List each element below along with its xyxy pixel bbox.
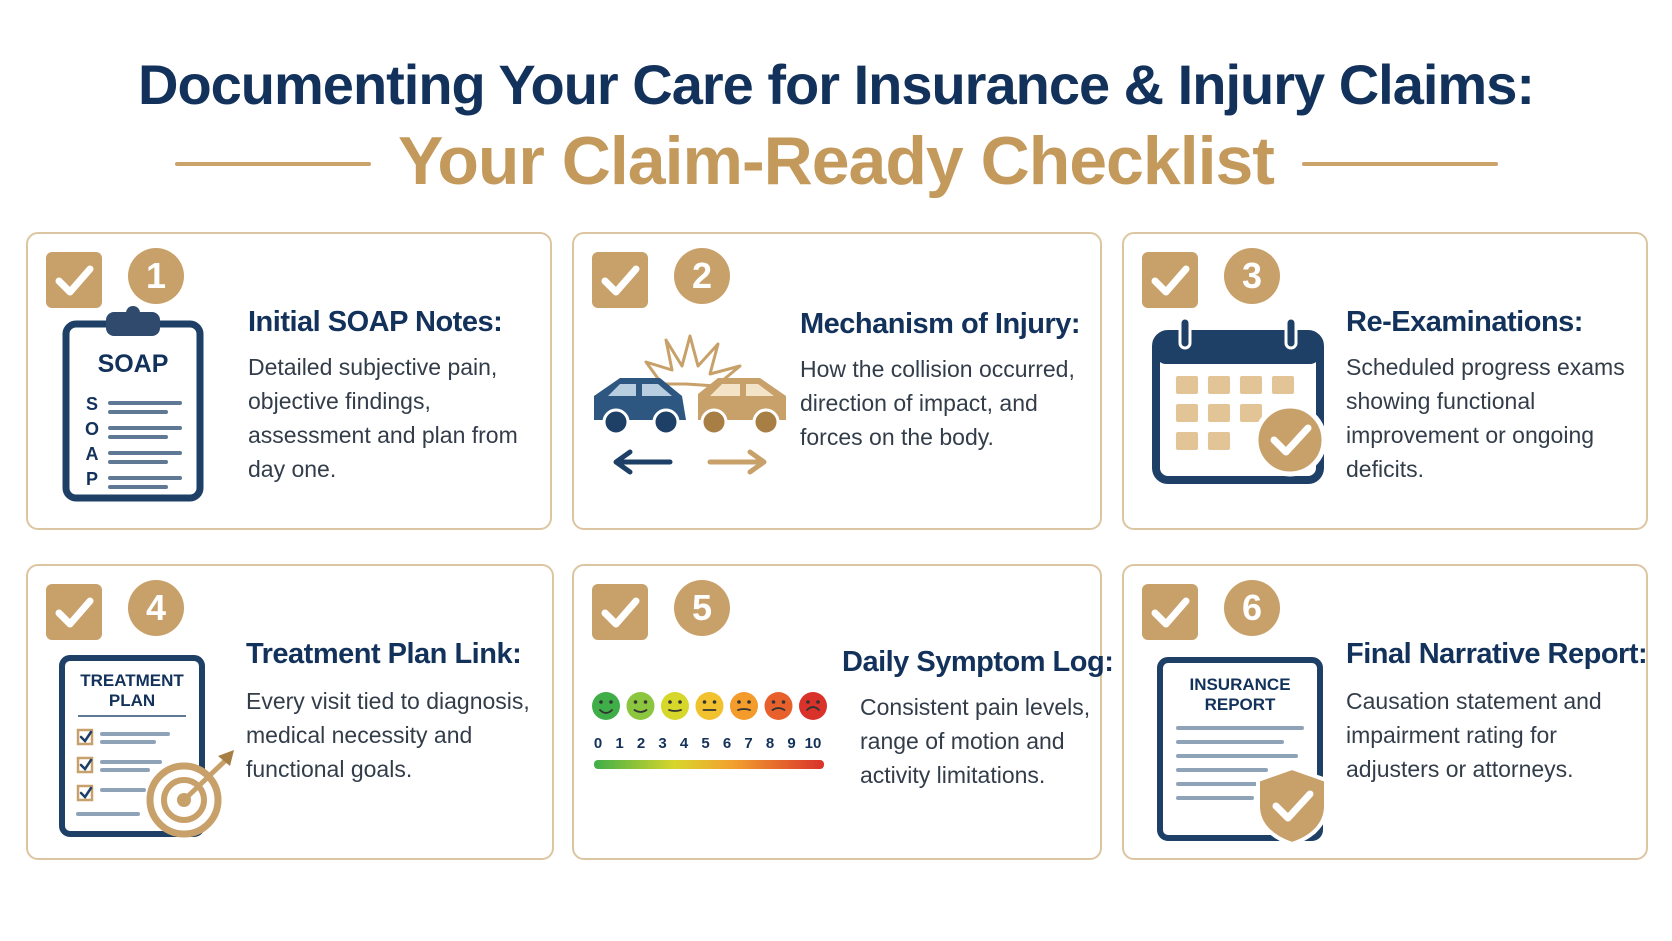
pain-face-icon xyxy=(730,692,758,720)
pain-face-icon xyxy=(799,692,827,720)
checklist-card-2: 2 Mechanism of Injury: How the collision… xyxy=(572,232,1102,530)
step-number: 4 xyxy=(128,580,184,636)
svg-text:S: S xyxy=(86,394,98,414)
svg-text:A: A xyxy=(86,444,99,464)
card-description: Every visit tied to diagnosis, medical n… xyxy=(246,688,530,782)
pain-scale-number: 10 xyxy=(805,735,822,752)
soap-clipboard-icon: SOAP S O A P xyxy=(62,306,204,502)
calendar-check-icon xyxy=(1152,316,1327,484)
treatment-plan-target-icon: TREATMENT PLAN xyxy=(59,655,234,838)
checkbox-checked-icon xyxy=(46,252,102,308)
card-title: Re-Examinations: xyxy=(1346,306,1583,338)
step-number: 5 xyxy=(674,580,730,636)
step-number: 6 xyxy=(1224,580,1280,636)
pain-scale-number: 2 xyxy=(637,735,645,752)
rule-left xyxy=(175,162,371,166)
svg-text:O: O xyxy=(85,419,99,439)
card-description: How the collision occurred, direction of… xyxy=(800,356,1075,450)
pain-scale-number: 3 xyxy=(658,735,666,752)
svg-text:SOAP: SOAP xyxy=(98,350,169,378)
checkbox-checked-icon xyxy=(46,584,102,640)
pain-scale-number: 7 xyxy=(744,735,752,752)
rule-right xyxy=(1302,162,1498,166)
card-description: Causation statement and impairment ratin… xyxy=(1346,688,1602,782)
svg-text:P: P xyxy=(86,469,98,489)
card-title: Initial SOAP Notes: xyxy=(248,306,503,338)
card-description: Detailed subjective pain, objective find… xyxy=(248,354,518,482)
step-number: 3 xyxy=(1224,248,1280,304)
step-number: 2 xyxy=(674,248,730,304)
checklist-card-1: 1 SOAP S O A P Initial SOAP Notes: Detai… xyxy=(26,232,552,530)
svg-text:PLAN: PLAN xyxy=(109,691,155,710)
pain-scale-number: 8 xyxy=(766,735,774,752)
insurance-report-shield-icon: INSURANCE REPORT xyxy=(1157,657,1328,846)
pain-face-icon xyxy=(695,692,724,720)
car-collision-icon xyxy=(594,334,786,475)
checklist-card-3: 3 Re-Examinations: Scheduled progress ex… xyxy=(1122,232,1648,530)
card-description: Scheduled progress exams showing functio… xyxy=(1346,354,1625,482)
pain-scale-number: 4 xyxy=(680,735,689,752)
svg-text:TREATMENT: TREATMENT xyxy=(80,671,184,690)
card-title: Final Narrative Report: xyxy=(1346,638,1648,670)
svg-text:INSURANCE: INSURANCE xyxy=(1189,675,1290,694)
card-title: Mechanism of Injury: xyxy=(800,308,1081,340)
pain-scale-number: 1 xyxy=(615,735,623,752)
checkbox-checked-icon xyxy=(592,252,648,308)
checkbox-checked-icon xyxy=(1142,252,1198,308)
pain-face-icon xyxy=(626,692,655,720)
svg-text:REPORT: REPORT xyxy=(1205,695,1276,714)
pain-scale-number: 6 xyxy=(723,735,731,752)
checklist-card-6: 6 INSURANCE REPORT Final Narrative Repor… xyxy=(1122,564,1648,860)
pain-face-icon xyxy=(661,692,689,720)
pain-scale-number: 9 xyxy=(787,735,795,752)
page-subtitle: Your Claim-Ready Checklist xyxy=(398,123,1275,199)
card-title: Treatment Plan Link: xyxy=(246,638,522,670)
pain-scale-number: 0 xyxy=(594,735,602,752)
card-description: Consistent pain levels, range of motion … xyxy=(860,694,1091,788)
card-title: Daily Symptom Log: xyxy=(842,646,1114,678)
checklist-card-4: 4 TREATMENT PLAN Treatment Plan Link: Ev… xyxy=(26,564,554,860)
pain-face-icon xyxy=(764,692,793,720)
page-title: Documenting Your Care for Insurance & In… xyxy=(138,53,1535,116)
step-number: 1 xyxy=(128,248,184,304)
pain-scale-number: 5 xyxy=(701,735,709,752)
checkbox-checked-icon xyxy=(1142,584,1198,640)
pain-face-icon xyxy=(592,692,620,720)
checkbox-checked-icon xyxy=(592,584,648,640)
